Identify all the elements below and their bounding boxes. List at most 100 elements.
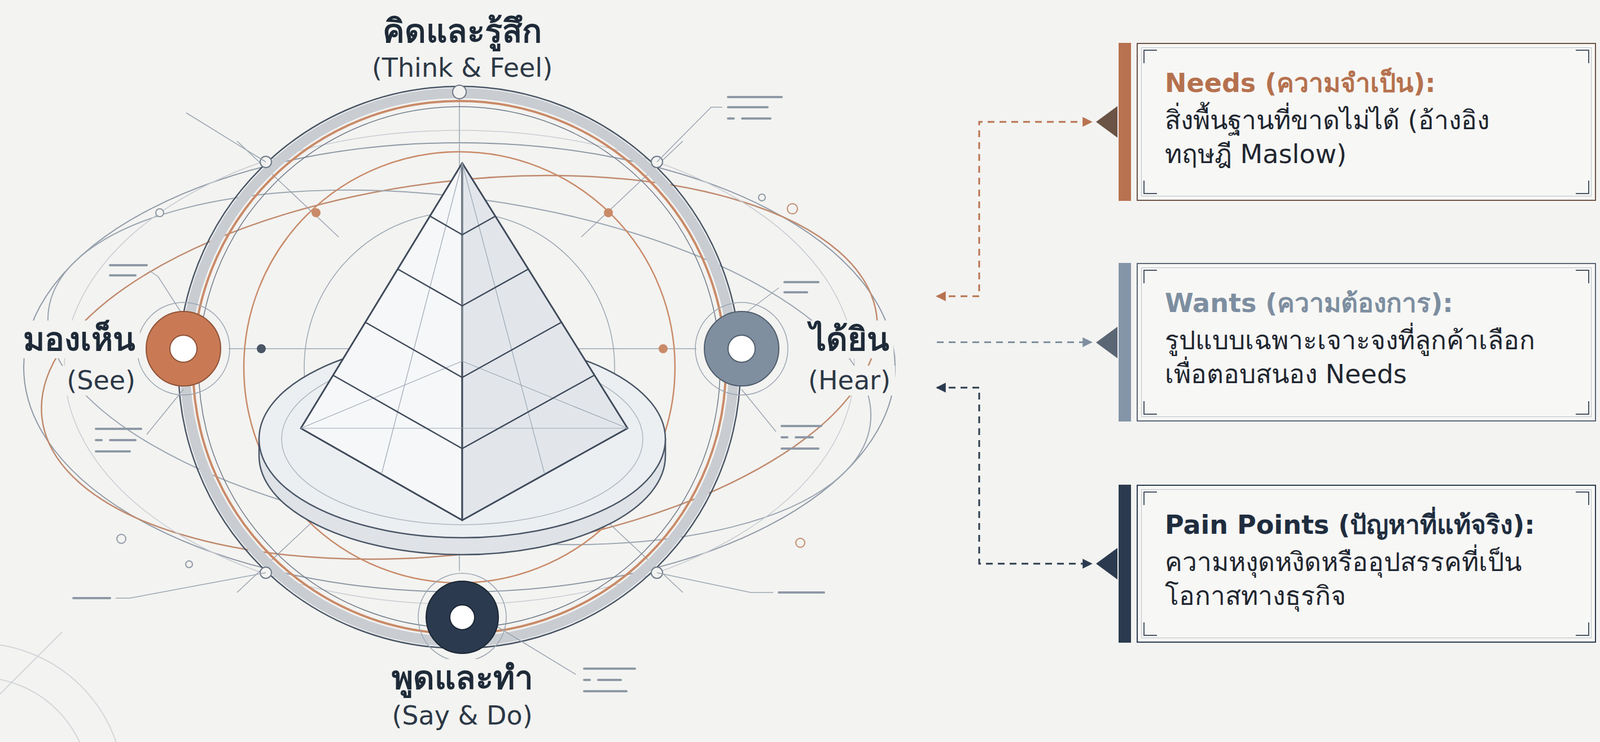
decor-line [781, 447, 819, 450]
decor-circle [198, 106, 721, 629]
corner-bracket [1575, 269, 1590, 284]
decor-line [462, 163, 545, 475]
decor-circle [0, 677, 91, 742]
accent-bar [1118, 262, 1132, 422]
box-description: สิ่งพื้นฐานที่ขาดไม่ได้ (อ้างอิงทฤษฎี Ma… [1164, 103, 1527, 172]
corner-bracket [1143, 491, 1157, 506]
decor-circle [426, 581, 499, 654]
decor-ellipse [24, 142, 894, 594]
decor-line [781, 436, 788, 439]
decor-polyline [149, 270, 184, 317]
decor-line [728, 117, 734, 120]
box-description: ความหงุดหงิดหรืออุปสรรคที่เป็น โอกาสทางธ… [1164, 545, 1555, 614]
box-heading: Needs (ความจำเป็น): [1164, 66, 1574, 101]
decor-line [742, 117, 771, 120]
empathy-map: คิดและรู้สึก(Think & Feel) มองเห็น (See) ได… [4, 4, 931, 738]
decor-circle [0, 643, 125, 742]
corner-bracket [1575, 401, 1590, 415]
quadrant-sublabel: (Say & Do) [387, 700, 537, 731]
corner-bracket [1143, 49, 1157, 64]
dashed-connector [936, 341, 1092, 344]
decor-line [728, 106, 768, 109]
decor-circle [604, 208, 613, 217]
decor-circle [418, 573, 507, 662]
pointer-notch [1096, 326, 1118, 359]
decor-circle [695, 302, 788, 396]
decor-circle [137, 302, 230, 396]
decor-polyline [186, 112, 266, 162]
decor-polyline [115, 572, 266, 599]
decor-polyline [332, 375, 595, 449]
corner-bracket [1575, 622, 1590, 637]
decor-circle [243, 151, 675, 583]
decor-line [110, 439, 136, 442]
think-marker [452, 85, 467, 99]
quadrant-label: มองเห็น [18, 320, 140, 359]
quadrant-sublabel: (Think & Feel) [367, 53, 558, 83]
corner-bracket [1575, 180, 1590, 195]
info-box: Pain Points (ปัญหาที่แท้จริง):ความหงุดหง… [1094, 484, 1597, 643]
accent-bar [1118, 484, 1132, 643]
decor-polygon [462, 163, 628, 521]
decor-circle [795, 538, 805, 548]
decor-line [781, 424, 822, 428]
decor-circle [193, 101, 726, 634]
decor-line [95, 427, 142, 431]
decor-line [784, 281, 819, 284]
leader-lines [115, 107, 779, 675]
quadrant-label: ได้ยิน [805, 320, 894, 359]
dashed-connector [936, 387, 1092, 564]
decor-line [73, 597, 111, 600]
decor-ellipse [64, 130, 855, 605]
corner-bracket [1143, 401, 1157, 415]
decor-circle [146, 311, 221, 387]
decor-circle [155, 208, 164, 217]
see-marker [137, 302, 230, 396]
decor-line [110, 264, 147, 267]
decor-line [462, 361, 628, 429]
decor-line [461, 163, 463, 362]
decor-circle [257, 344, 266, 353]
decor-circle [659, 344, 668, 353]
quadrant-label: คิดและรู้สึก [378, 12, 547, 51]
pyramid [300, 163, 628, 521]
box-heading: Wants (ความต้องการ): [1164, 286, 1574, 321]
corner-bracket [1143, 622, 1157, 637]
decor-line [110, 274, 136, 277]
quadrant-sublabel: (See) [62, 365, 140, 396]
ring-nodes [257, 156, 668, 579]
decor-line [381, 163, 463, 475]
corner-bracket [1575, 491, 1590, 506]
decor-circle [787, 203, 798, 214]
decor-polyline [146, 389, 184, 435]
decor-circle [116, 534, 126, 544]
decor-line [300, 427, 628, 429]
corner-bracket [1143, 269, 1157, 284]
decor-polyline [430, 216, 496, 235]
decor-circle [312, 208, 320, 217]
decor-g [300, 163, 628, 475]
inner-rings [243, 151, 675, 583]
decor-line [300, 361, 463, 429]
decor-line [584, 667, 635, 670]
info-box: Needs (ความจำเป็น):สิ่งพื้นฐานที่ขาดไม่ไ… [1094, 42, 1597, 201]
corner-arcs [0, 632, 125, 742]
pointer-notch [1096, 106, 1118, 138]
quadrant-label: พูดและทำ [387, 659, 538, 698]
decor-circle [185, 93, 734, 642]
decor-ellipse [19, 131, 900, 604]
corner-bracket [1575, 49, 1590, 64]
decor-polyline [397, 269, 529, 306]
hear-marker [695, 302, 788, 396]
decor-polyline [365, 322, 562, 378]
box-description: รูปแบบเฉพาะเจาะจงที่ลูกค้าเลือก เพื่อตอบ… [1164, 323, 1572, 392]
decor-circle [758, 194, 766, 201]
decor-circle [452, 85, 467, 99]
accent-bar [1118, 42, 1132, 201]
decor-polyline [741, 389, 777, 432]
outer-ring [178, 86, 741, 649]
decor-circle [178, 86, 741, 649]
decor-circle [169, 335, 197, 363]
decor-line [0, 632, 63, 695]
